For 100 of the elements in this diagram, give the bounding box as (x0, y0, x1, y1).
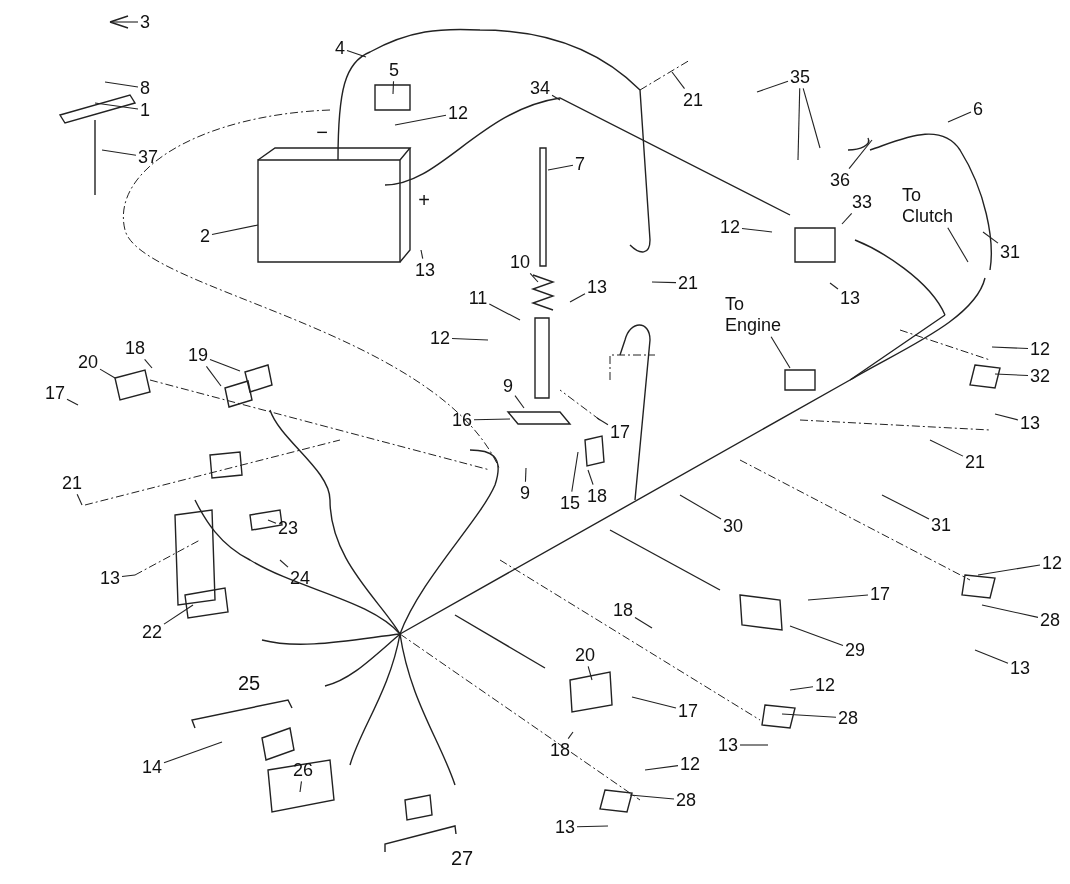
callout-label: 12 (680, 753, 700, 775)
leader-line (514, 395, 525, 409)
callout-label: 30 (723, 515, 743, 537)
callout-label: 20 (575, 644, 595, 666)
callout-label: 12 (815, 674, 835, 696)
leader-line (420, 249, 424, 260)
leader-line (101, 149, 137, 156)
callout-label: 2 (200, 225, 210, 247)
callout-label: 4 (335, 37, 345, 59)
leader-line (576, 825, 609, 828)
callout-label: 28 (676, 789, 696, 811)
leader-line (104, 81, 139, 88)
callout-label: 13 (587, 276, 607, 298)
callout-label: 12 (720, 216, 740, 238)
leader-line (587, 469, 594, 486)
leader-line (982, 231, 999, 244)
leader-line (76, 493, 83, 506)
leader-line (756, 80, 789, 93)
callout-label: 13 (100, 567, 120, 589)
leader-line (529, 272, 539, 283)
leader-line (121, 574, 136, 578)
leader-line (947, 227, 969, 263)
callout-label: 28 (838, 707, 858, 729)
callout-label: 24 (290, 567, 310, 589)
leader-line (848, 139, 873, 170)
leader-line (488, 303, 521, 321)
leader-line (781, 713, 837, 718)
callout-label: 12 (1042, 552, 1062, 574)
leader-line (267, 519, 277, 524)
polarity-sign: − (316, 120, 328, 144)
callout-label: 23 (278, 517, 298, 539)
leader-line (789, 625, 844, 647)
leader-line (671, 71, 686, 90)
callout-label: 18 (125, 337, 145, 359)
callout-label: 17 (870, 583, 890, 605)
leader-line (209, 359, 241, 372)
callout-label: 17 (45, 382, 65, 404)
callout-label: 21 (678, 272, 698, 294)
callout-number: 27 (450, 846, 474, 870)
callout-label: 20 (78, 351, 98, 373)
leader-line (679, 494, 722, 520)
callout-label: 18 (550, 739, 570, 761)
leader-line (279, 559, 289, 568)
callout-label: 18 (613, 599, 633, 621)
callout-label: 12 (1030, 338, 1050, 360)
leader-line (99, 368, 116, 379)
callout-label: 21 (62, 472, 82, 494)
leader-line (991, 346, 1029, 350)
leader-line (144, 358, 153, 369)
leader-line (797, 87, 801, 161)
leader-line (571, 451, 579, 493)
callout-label: 17 (678, 700, 698, 722)
callout-label: 19 (188, 344, 208, 366)
callout-label: 21 (965, 451, 985, 473)
callout-label: To Clutch (902, 185, 955, 227)
callout-label: 13 (1020, 412, 1040, 434)
callout-label: 28 (1040, 609, 1060, 631)
polarity-sign: + (418, 188, 430, 212)
leader-line (829, 282, 839, 290)
leader-line (111, 21, 139, 23)
callout-label: 1 (140, 99, 150, 121)
callout-label: 5 (389, 59, 399, 81)
leader-line (634, 616, 653, 629)
leader-line (205, 365, 222, 387)
leader-line (299, 780, 302, 793)
callout-label: 36 (830, 169, 850, 191)
callout-label: 33 (852, 191, 872, 213)
leader-line (211, 224, 259, 236)
leader-line (739, 744, 769, 746)
callout-label: 13 (1010, 657, 1030, 679)
callout-label: 10 (510, 251, 530, 273)
callout-label: 31 (931, 514, 951, 536)
callout-label: 7 (575, 153, 585, 175)
leader-line (551, 94, 561, 101)
leader-line (587, 665, 593, 681)
leader-line (741, 227, 773, 233)
callout-label: 35 (790, 66, 810, 88)
leader-line (981, 604, 1039, 618)
callout-label: 15 (560, 492, 580, 514)
leader-line (994, 413, 1019, 421)
leader-line (629, 794, 675, 800)
callout-label: 13 (415, 259, 435, 281)
leader-line (994, 373, 1029, 377)
callout-label: To Engine (725, 294, 783, 336)
callout-label: 22 (142, 621, 162, 643)
callout-label: 34 (530, 77, 550, 99)
leader-line (974, 649, 1009, 664)
leader-line (94, 102, 139, 110)
leader-line (881, 494, 930, 520)
leader-line (392, 80, 395, 95)
callout-label: 17 (610, 421, 630, 443)
leader-line (644, 765, 679, 771)
callout-label: 37 (138, 146, 158, 168)
callout-label: 21 (683, 89, 703, 111)
leader-line (596, 417, 609, 426)
leader-line (770, 336, 791, 369)
callout-label: 6 (973, 98, 983, 120)
callout-label: 12 (448, 102, 468, 124)
callout-label: 26 (293, 759, 313, 781)
leader-line (524, 467, 527, 483)
